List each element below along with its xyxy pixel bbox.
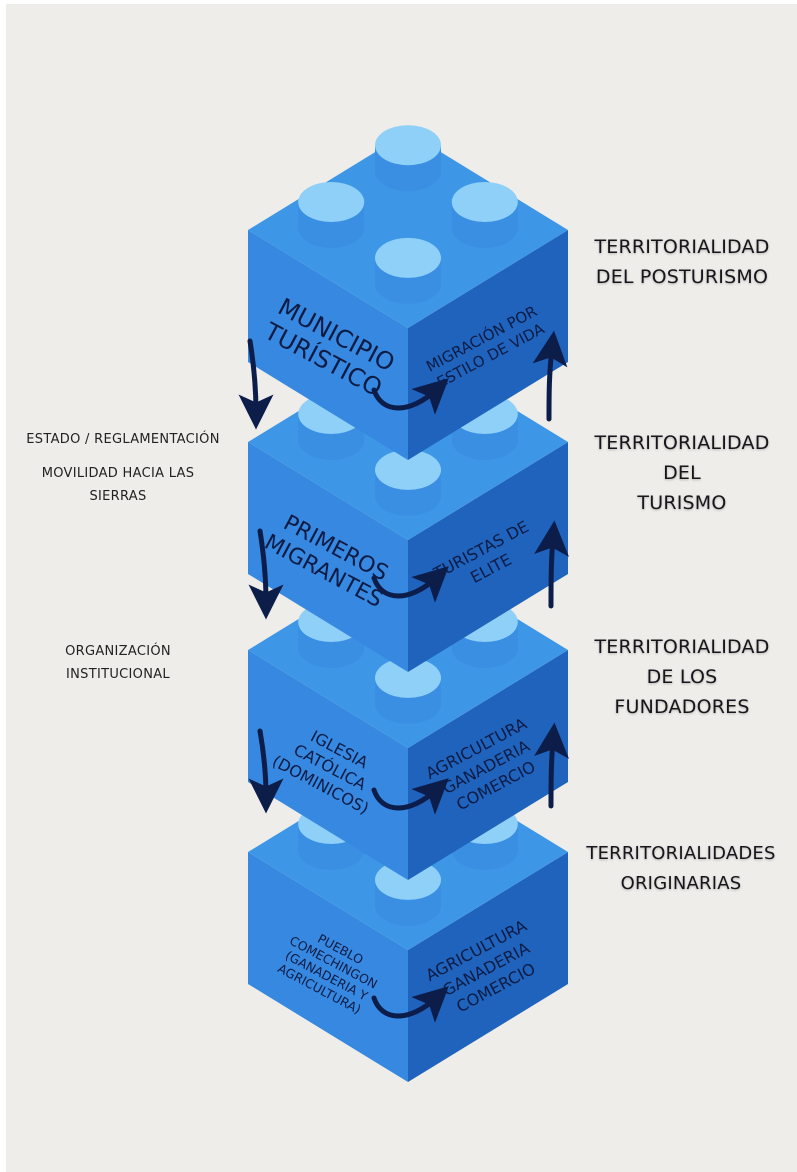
territory-label-4-line-1: TERRITORIALIDADES xyxy=(586,843,776,864)
territory-label-4: TERRITORIALIDADES ORIGINARIAS xyxy=(567,839,795,899)
block-4-right-face xyxy=(408,852,568,1082)
up-arrow-1 xyxy=(532,330,568,422)
block-1-stud xyxy=(375,125,441,192)
note-movilidad-line-2: SIERRAS xyxy=(89,489,147,504)
block-1-stud xyxy=(298,182,365,249)
note-organizacion: ORGANIZACIÓN INSTITUCIONAL xyxy=(38,640,198,686)
curve-arrow-4 xyxy=(371,986,449,1023)
block-3-left-face xyxy=(248,650,408,880)
up-arrow-2 xyxy=(534,520,569,609)
block-2-left-face xyxy=(248,442,408,672)
block-2-stud xyxy=(375,449,441,516)
territory-label-1-line-1: TERRITORIALIDAD xyxy=(594,236,770,258)
curve-arrow-2 xyxy=(371,566,449,603)
territory-label-3-line-1: TERRITORIALIDAD xyxy=(594,636,770,658)
note-estado: ESTADO / REGLAMENTACIÓN xyxy=(6,428,240,451)
territory-label-1: TERRITORIALIDAD DEL POSTURISMO xyxy=(572,232,792,292)
territory-label-1-line-2: DEL POSTURISMO xyxy=(595,266,769,288)
block-1-left-face xyxy=(248,230,408,460)
down-arrow-2 xyxy=(248,528,284,620)
territory-label-3-line-3: FUNDADORES xyxy=(614,696,750,718)
note-movilidad-line-1: MOVILIDAD HACIA LAS xyxy=(41,466,195,481)
down-arrow-3 xyxy=(248,728,284,814)
territory-label-2-line-2: DEL xyxy=(663,462,701,484)
block-1-stud xyxy=(375,237,441,304)
territory-label-3-line-2: DE LOS xyxy=(646,666,718,688)
block-1-top-face xyxy=(248,132,568,328)
territory-label-2: TERRITORIALIDAD DEL TURISMO xyxy=(572,428,792,518)
note-estado-text: ESTADO / REGLAMENTACIÓN xyxy=(26,432,220,447)
block-4-left-face xyxy=(248,852,408,1082)
curve-arrow-3 xyxy=(371,778,449,815)
block-2-right-face xyxy=(408,442,568,672)
note-movilidad: MOVILIDAD HACIA LAS SIERRAS xyxy=(18,462,218,508)
territory-label-3: TERRITORIALIDAD DE LOS FUNDADORES xyxy=(572,632,792,722)
territory-label-4-line-2: ORIGINARIAS xyxy=(620,873,742,894)
note-organizacion-line-2: INSTITUCIONAL xyxy=(66,667,170,682)
block-3-right-face xyxy=(408,650,568,880)
down-arrow-1 xyxy=(238,338,274,430)
block-3-stud xyxy=(375,657,441,724)
curve-arrow-1 xyxy=(371,378,449,415)
up-arrow-3 xyxy=(534,722,569,809)
note-organizacion-line-1: ORGANIZACIÓN xyxy=(65,644,171,659)
block-1-stud xyxy=(451,182,518,249)
territory-label-2-line-3: TURISMO xyxy=(637,492,727,514)
territory-label-2-line-1: TERRITORIALIDAD xyxy=(594,432,770,454)
block-4-stud xyxy=(375,859,441,926)
